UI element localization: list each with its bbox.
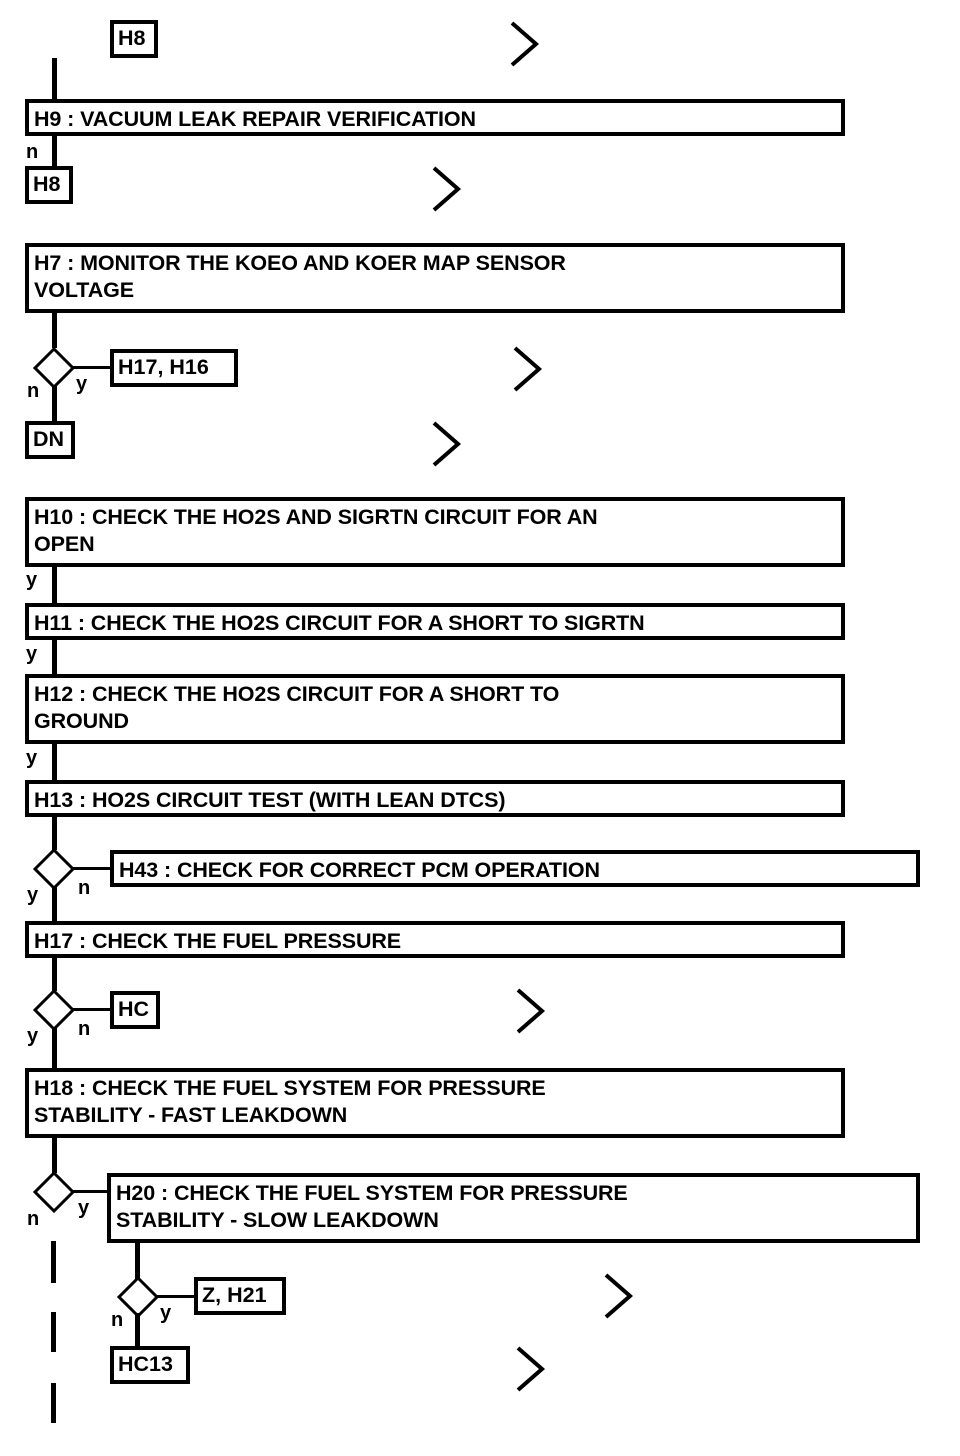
connector-box-z-h21[interactable]: Z, H21	[194, 1277, 286, 1315]
connector-line-h7-no-to-dn	[52, 385, 57, 423]
branch-label-h12-yes: y	[26, 747, 38, 769]
branch-label-h17-no: n	[78, 1018, 91, 1040]
connector-label: DN	[33, 427, 65, 452]
branch-label-h17-yes: y	[27, 1025, 39, 1047]
branch-label-h20-no: n	[111, 1309, 124, 1331]
connector-box-h8-lower[interactable]: H8	[25, 166, 73, 204]
connector-line-h13-yes-to-h17	[52, 886, 57, 921]
step-box-h13[interactable]: H13 : HO2S CIRCUIT TEST (WITH LEAN DTCS)	[25, 780, 845, 817]
connector-line-h10-to-h11	[52, 567, 57, 603]
branch-label-h13-no: n	[78, 877, 91, 899]
connector-label: H8	[118, 26, 146, 51]
step-box-h17[interactable]: H17 : CHECK THE FUEL PRESSURE	[25, 921, 845, 958]
connector-line-h20-no-to-hc13	[135, 1313, 140, 1348]
branch-label-h11-yes: y	[26, 643, 38, 665]
connector-line-h9-to-h8	[52, 136, 57, 168]
connector-box-h8-top[interactable]: H8	[110, 20, 158, 58]
branch-label-h10-yes: y	[26, 569, 38, 591]
step-box-h12[interactable]: H12 : CHECK THE HO2S CIRCUIT FOR A SHORT…	[25, 674, 845, 744]
connector-line-h12-to-h13	[52, 744, 57, 780]
connector-box-dn[interactable]: DN	[25, 421, 75, 459]
connector-line-h17-to-decision	[52, 958, 57, 991]
decision-diamond-h18[interactable]	[32, 1170, 76, 1214]
connector-line-h7-yes	[73, 366, 113, 369]
step-box-h11[interactable]: H11 : CHECK THE HO2S CIRCUIT FOR A SHORT…	[25, 603, 845, 640]
branch-label-h18-yes: y	[78, 1197, 90, 1219]
connector-label: H17, H16	[118, 355, 209, 380]
step-box-h43[interactable]: H43 : CHECK FOR CORRECT PCM OPERATION	[110, 850, 920, 887]
step-box-h7[interactable]: H7 : MONITOR THE KOEO AND KOER MAP SENSO…	[25, 243, 845, 313]
connector-line-into-h9	[52, 58, 57, 101]
connector-box-hc13[interactable]: HC13	[110, 1346, 190, 1384]
connector-line-h20-to-decision	[135, 1243, 140, 1280]
connector-box-h17-h16[interactable]: H17, H16	[110, 349, 238, 387]
connector-label: HC13	[118, 1352, 173, 1377]
step-box-h9[interactable]: H9 : VACUUM LEAK REPAIR VERIFICATION	[25, 99, 845, 136]
chevron-right-icon	[506, 18, 554, 70]
branch-label-h7-yes: y	[76, 373, 88, 395]
dashed-continuation-segment	[51, 1312, 56, 1352]
dashed-continuation-segment	[51, 1383, 56, 1423]
connector-line-h17-yes-to-h18	[52, 1027, 57, 1071]
connector-line-h13-to-decision	[52, 817, 57, 850]
branch-label-h13-yes: y	[27, 884, 39, 906]
decision-diamond-h20[interactable]	[116, 1275, 160, 1319]
decision-diamond-h13[interactable]	[32, 847, 76, 891]
chevron-right-icon	[512, 1343, 560, 1395]
connector-box-hc[interactable]: HC	[110, 991, 160, 1029]
chevron-right-icon	[428, 418, 476, 470]
step-box-h18[interactable]: H18 : CHECK THE FUEL SYSTEM FOR PRESSURE…	[25, 1068, 845, 1138]
chevron-right-icon	[512, 985, 560, 1037]
branch-label-h18-no: n	[27, 1208, 40, 1230]
connector-label: Z, H21	[202, 1283, 267, 1308]
connector-line-h7-to-decision	[52, 313, 57, 348]
connector-line-h17-no	[73, 1008, 113, 1011]
connector-line-h18-yes	[73, 1190, 113, 1193]
decision-diamond-h7[interactable]	[32, 346, 76, 390]
branch-label-h20-yes: y	[160, 1302, 172, 1324]
step-box-h10[interactable]: H10 : CHECK THE HO2S AND SIGRTN CIRCUIT …	[25, 497, 845, 567]
chevron-right-icon	[600, 1270, 648, 1322]
step-box-h20[interactable]: H20 : CHECK THE FUEL SYSTEM FOR PRESSURE…	[107, 1173, 920, 1243]
connector-line-h13-no	[73, 867, 113, 870]
chevron-right-icon	[509, 343, 557, 395]
decision-diamond-h17[interactable]	[32, 988, 76, 1032]
branch-label-h9-no: n	[26, 141, 39, 163]
connector-line-h20-yes	[157, 1295, 197, 1298]
chevron-right-icon	[428, 163, 476, 215]
connector-label: HC	[118, 997, 150, 1022]
connector-label: H8	[33, 172, 61, 197]
dashed-continuation-segment	[51, 1241, 56, 1283]
branch-label-h7-no: n	[27, 380, 40, 402]
connector-line-h18-to-decision	[52, 1138, 57, 1173]
connector-line-h11-to-h12	[52, 640, 57, 674]
